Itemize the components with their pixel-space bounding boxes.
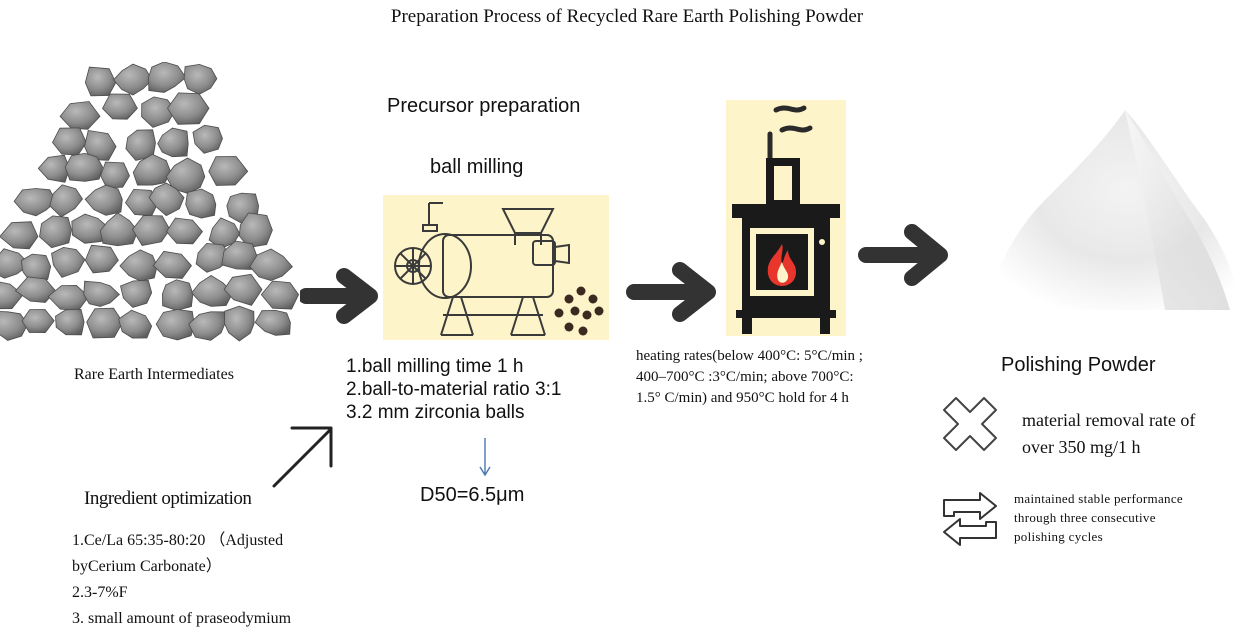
raw-material-label: Rare Earth Intermediates — [74, 366, 234, 383]
powder-image — [975, 70, 1245, 332]
stability-text: maintained stable performance through th… — [1014, 489, 1183, 546]
stone — [119, 249, 158, 282]
stone — [260, 280, 300, 310]
recycle-arrows-icon — [940, 490, 1000, 548]
stone — [102, 93, 138, 120]
ingredient-heading: Ingredient optimization — [84, 488, 252, 509]
stability-line: through three consecutive — [1014, 510, 1156, 525]
heating-line: heating rates(below 400°C: 5°C/min ; — [636, 348, 863, 364]
flow-arrow-3 — [858, 224, 952, 286]
stone — [84, 66, 117, 97]
removal-rate-text: material removal rate of over 350 mg/1 h — [1022, 407, 1195, 461]
stone — [238, 212, 273, 248]
heating-line: 400–700°C :3°C/min; above 700°C: — [636, 369, 854, 385]
stone — [49, 184, 83, 218]
stone — [166, 217, 204, 245]
stone — [37, 154, 70, 183]
down-arrow-icon — [478, 436, 492, 478]
stone — [84, 129, 117, 161]
flow-arrow-2 — [626, 262, 720, 322]
param-line: 1.ball milling time 1 h — [346, 356, 524, 377]
stone — [223, 273, 263, 306]
removal-line: over 350 mg/1 h — [1022, 437, 1141, 457]
stability-line: polishing cycles — [1014, 529, 1103, 544]
stone — [83, 280, 120, 307]
stones-image — [0, 62, 318, 348]
stone — [0, 311, 29, 341]
flow-arrow-1 — [300, 268, 382, 324]
stone — [39, 215, 72, 249]
stone — [188, 311, 226, 341]
stone — [100, 161, 130, 189]
stone — [14, 276, 57, 303]
diagram-title: Preparation Process of Recycled Rare Ear… — [390, 6, 864, 27]
product-label: Polishing Powder — [1001, 354, 1156, 376]
removal-line: material removal rate of — [1022, 410, 1196, 430]
ingredient-line: 1.Ce/La 65:35-80:20 （Adjusted — [72, 532, 284, 549]
stone — [223, 305, 255, 342]
stone — [120, 279, 153, 308]
stone — [71, 213, 110, 244]
diagonal-arrow-icon — [268, 420, 340, 492]
d50-result: D50=6.5μm — [420, 484, 525, 506]
param-line: 3.2 mm zirconia balls — [346, 402, 525, 423]
stone — [84, 184, 123, 216]
stone — [132, 215, 171, 246]
cross-icon — [940, 394, 1000, 454]
stone — [52, 127, 87, 156]
stone — [155, 309, 195, 341]
stone — [221, 240, 258, 270]
stone — [141, 96, 176, 128]
stone — [84, 244, 119, 274]
stone — [152, 250, 193, 279]
heating-line: 1.5° C/min) and 950°C hold for 4 h — [636, 390, 849, 406]
ingredient-line: byCerium Carbonate） — [72, 558, 222, 575]
stone — [249, 248, 293, 282]
stone — [157, 127, 189, 158]
stone — [148, 182, 185, 217]
stability-line: maintained stable performance — [1014, 491, 1183, 506]
stone — [0, 281, 24, 310]
heating-rates-text: heating rates(below 400°C: 5°C/min ; 400… — [636, 346, 863, 409]
stone — [118, 309, 153, 339]
ball-mill-image — [383, 195, 609, 340]
stone — [148, 62, 187, 93]
ingredient-line: 3. small amount of praseodymium — [72, 610, 292, 627]
ingredient-line: 2.3-7%F — [72, 584, 128, 601]
stone — [132, 153, 172, 186]
stone — [55, 308, 85, 336]
stone — [113, 63, 153, 96]
stone — [64, 152, 104, 182]
stone — [165, 157, 206, 194]
stone — [183, 63, 218, 95]
stones-photo-icon — [0, 62, 300, 342]
ingredient-list: 1.Ce/La 65:35-80:20 （Adjusted byCerium C… — [72, 528, 291, 632]
param-line: 2.ball-to-material ratio 3:1 — [346, 379, 562, 400]
stone — [0, 248, 31, 279]
stone — [192, 124, 223, 154]
stone — [51, 246, 86, 278]
precursor-heading: Precursor preparation — [387, 95, 581, 117]
ball-milling-heading: ball milling — [430, 156, 524, 178]
stone — [208, 156, 249, 186]
stone — [185, 188, 217, 219]
stone — [161, 279, 194, 311]
stone — [21, 309, 55, 334]
stone — [167, 92, 210, 125]
powder-photo-icon — [975, 110, 1245, 332]
stone — [59, 101, 101, 130]
furnace-image — [726, 100, 846, 336]
stone — [0, 221, 39, 250]
furnace-icon — [732, 105, 840, 334]
stone — [99, 212, 139, 247]
stone — [13, 188, 57, 217]
ball-milling-params: 1.ball milling time 1 h 2.ball-to-materi… — [346, 355, 561, 424]
stone — [191, 275, 234, 307]
ball-mill-icon — [394, 202, 604, 336]
stone — [254, 309, 291, 336]
stone — [86, 307, 124, 339]
